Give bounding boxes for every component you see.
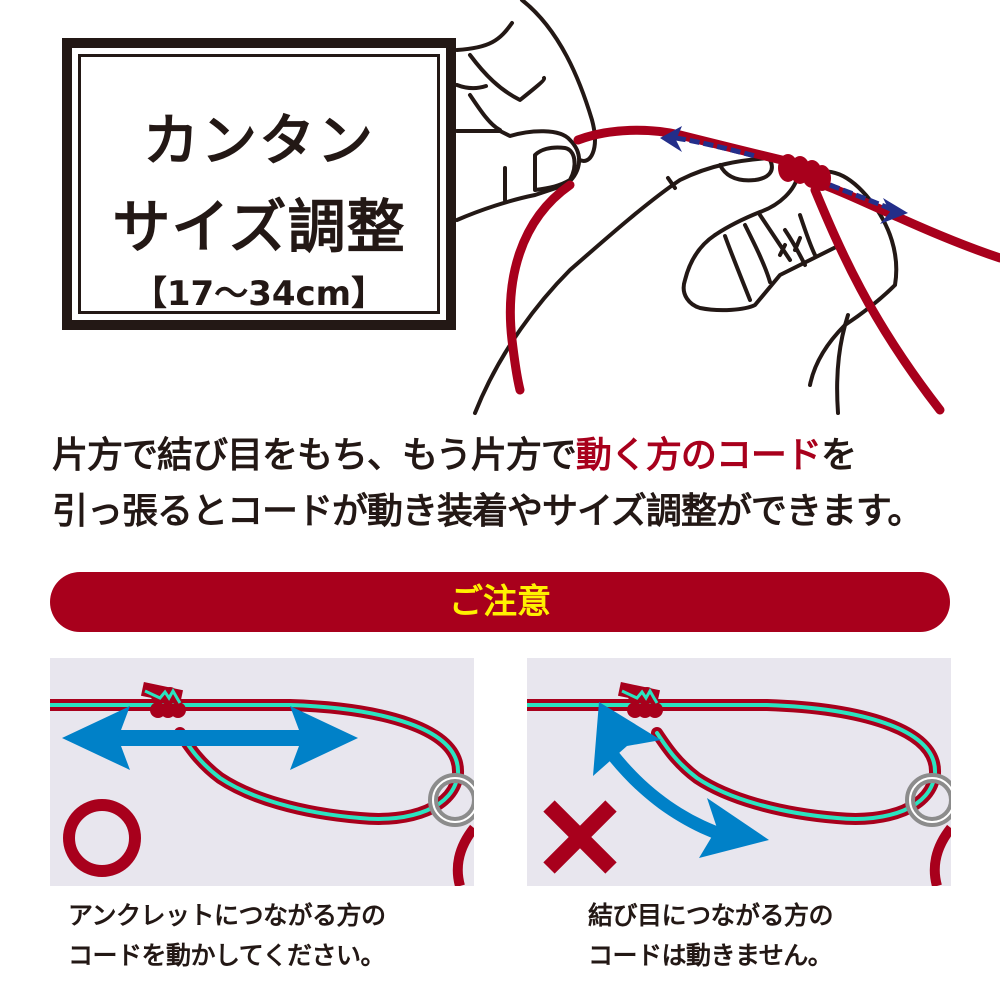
panel-correct-usage <box>50 658 474 886</box>
description-line-2: 引っ張るとコードが動き装着やサイズ調整ができます。 <box>52 491 923 532</box>
double-arrow-horizontal-icon <box>62 706 358 770</box>
cord-diagram-ng <box>527 681 951 886</box>
caption-correct: アンクレットにつながる方の コードを動かしてください。 <box>68 901 386 970</box>
title-line-size-adjust: サイズ調整 <box>112 193 406 261</box>
arrow-right-icon <box>880 198 908 224</box>
title-box: カンタン サイズ調整 【17〜34cm】 <box>62 38 456 330</box>
panel-incorrect-usage <box>527 658 951 886</box>
caption-incorrect: 結び目につながる方の コードは動きません。 <box>588 901 834 970</box>
ng-cross-icon <box>543 800 617 874</box>
title-line-easy: カンタン <box>143 109 375 174</box>
ok-circle-icon <box>63 799 141 877</box>
hands-adjusting-cord-illustration <box>455 0 1000 415</box>
cord-diagram-ok <box>50 681 474 886</box>
caution-banner: ご注意 <box>50 572 950 632</box>
description-line-1: 片方で結び目をもち、もう片方で動く方のコードを <box>52 435 857 476</box>
description-accent: 動く方のコード <box>575 435 822 476</box>
caution-label: ご注意 <box>449 582 551 622</box>
double-arrow-diagonal-icon <box>593 702 769 858</box>
description: 片方で結び目をもち、もう片方で動く方のコードを 引っ張るとコードが動き装着やサイ… <box>52 428 952 540</box>
arrow-left-icon <box>660 126 682 152</box>
title-line-range: 【17〜34cm】 <box>132 274 386 314</box>
